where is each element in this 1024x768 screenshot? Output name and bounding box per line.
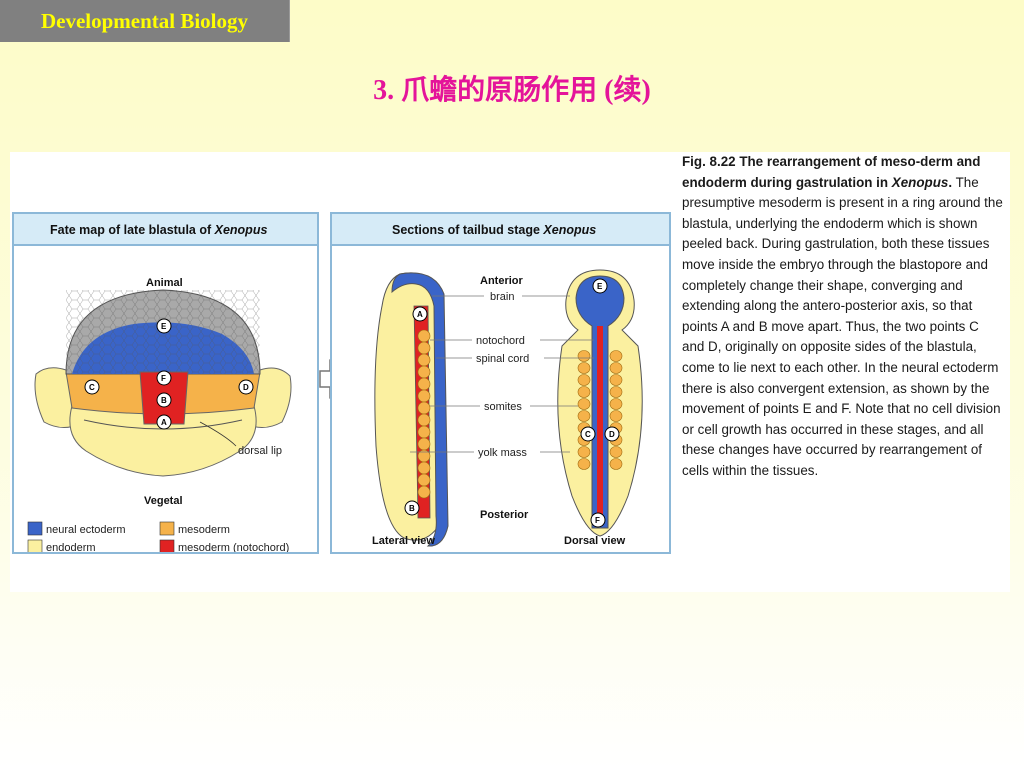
point-a-lateral: A <box>412 306 428 322</box>
legend-endoderm: endoderm <box>46 542 96 552</box>
point-d-dorsal: D <box>604 426 620 442</box>
vegetal-endoderm <box>69 405 257 477</box>
tailbud-title: Sections of tailbud stage Xenopus <box>332 214 669 246</box>
label-anterior: Anterior <box>480 275 524 287</box>
lateral-view-embryo <box>374 272 449 547</box>
fate-map-title: Fate map of late blastula of Xenopus <box>14 214 317 246</box>
svg-text:A: A <box>161 418 167 427</box>
point-e: E <box>156 318 172 334</box>
slide-title: 3. 爪蟾的原肠作用 (续) <box>373 75 651 106</box>
label-animal: Animal <box>146 277 183 289</box>
point-c: C <box>84 379 100 395</box>
caption-body: The presumptive mesoderm is present in a… <box>682 174 1003 478</box>
caption-fig-label: Fig. 8.22 <box>682 154 736 169</box>
label-spinal-cord: spinal cord <box>476 353 529 365</box>
figure-area: Fate map of late blastula of Xenopus Ani… <box>10 152 1010 592</box>
point-a: A <box>156 414 172 430</box>
fate-map-diagram: Animal E F B A C D dorsal lip <box>27 277 292 552</box>
legend-mesoderm: mesoderm <box>178 524 230 536</box>
svg-text:C: C <box>585 430 591 439</box>
svg-text:E: E <box>161 322 167 331</box>
dorsal-view-embryo <box>557 269 643 537</box>
svg-text:C: C <box>89 383 95 392</box>
point-b: B <box>156 392 172 408</box>
svg-text:A: A <box>417 310 423 319</box>
point-d: D <box>238 379 254 395</box>
tailbud-panel: Sections of tailbud stage Xenopus Anteri… <box>330 212 671 554</box>
label-yolk-mass: yolk mass <box>478 447 527 459</box>
label-brain: brain <box>490 291 514 303</box>
point-f-dorsal: F <box>590 512 606 528</box>
label-posterior: Posterior <box>480 509 529 521</box>
figure-caption: Fig. 8.22 The rearrangement of meso-derm… <box>682 152 1004 482</box>
legend-neural-ectoderm: neural ectoderm <box>46 524 126 536</box>
legend: neural ectoderm mesoderm endoderm mesode… <box>27 521 289 552</box>
svg-text:E: E <box>597 282 603 291</box>
label-somites: somites <box>484 401 522 413</box>
label-vegetal: Vegetal <box>144 495 183 507</box>
label-lateral-view: Lateral view <box>372 535 435 547</box>
svg-text:F: F <box>595 516 600 525</box>
legend-notochord: mesoderm (notochord) <box>178 542 289 552</box>
svg-text:D: D <box>609 430 615 439</box>
point-c-dorsal: C <box>580 426 596 442</box>
svg-text:B: B <box>409 504 415 513</box>
svg-text:F: F <box>161 374 166 383</box>
label-dorsal-view: Dorsal view <box>564 535 626 547</box>
svg-text:B: B <box>161 396 167 405</box>
point-b-lateral: B <box>404 500 420 516</box>
svg-text:D: D <box>243 383 249 392</box>
fate-map-panel: Fate map of late blastula of Xenopus Ani… <box>12 212 319 554</box>
point-f: F <box>156 370 172 386</box>
label-notochord: notochord <box>476 335 525 347</box>
course-tag: Developmental Biology <box>0 0 290 42</box>
caption-heading: The rearrangement of meso-derm and endod… <box>682 154 981 190</box>
tailbud-diagram: Anterior A B <box>372 269 643 547</box>
point-e-dorsal: E <box>592 278 608 294</box>
label-dorsal-lip: dorsal lip <box>238 445 282 457</box>
